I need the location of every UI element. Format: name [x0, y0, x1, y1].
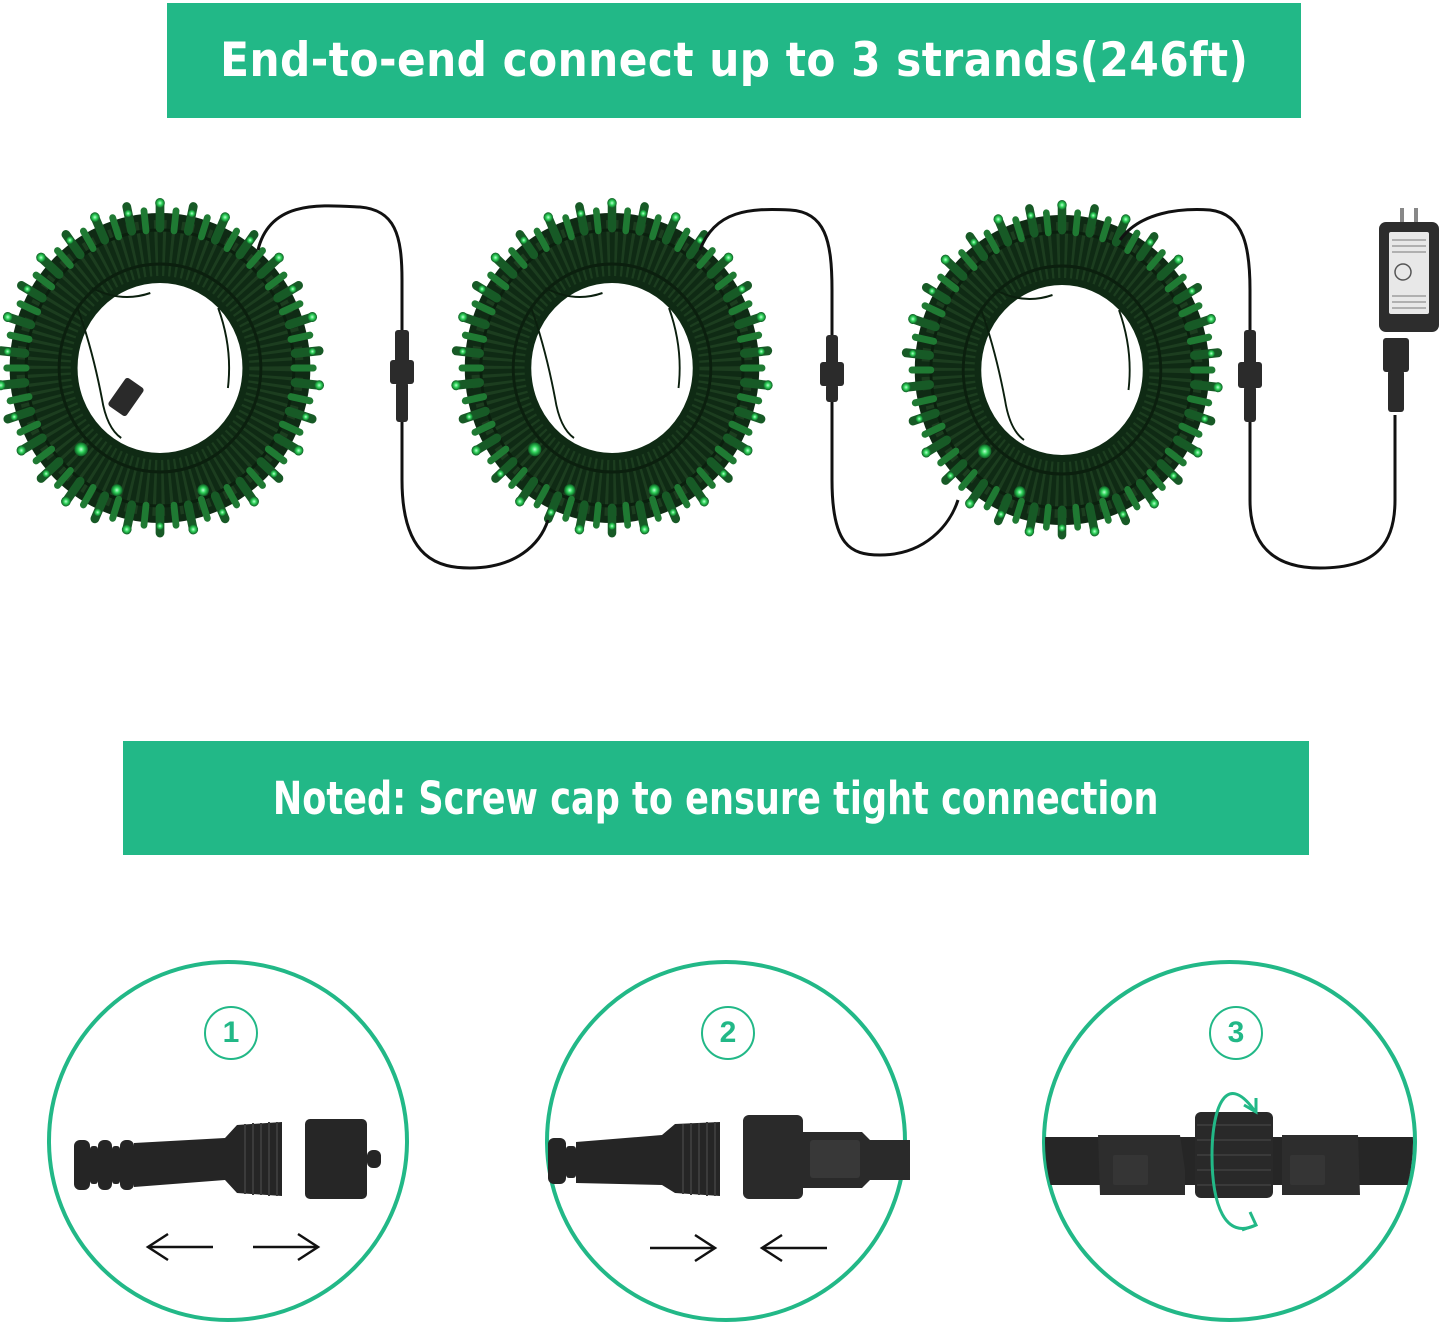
step-1-circle: [47, 960, 409, 1322]
header-banner: End-to-end connect up to 3 strands(246ft…: [167, 3, 1301, 118]
connecting-cables: [256, 204, 1397, 570]
light-strand-1: [0, 198, 325, 535]
step-3-circle: [1042, 960, 1417, 1322]
light-strand-2: [451, 198, 773, 535]
power-adapter-icon: [1379, 208, 1439, 412]
note-banner: Noted: Screw cap to ensure tight connect…: [123, 741, 1309, 855]
end-plug-icon: [108, 377, 144, 417]
connector-icon: [820, 335, 844, 402]
step-1-badge: 1: [204, 1006, 258, 1060]
connector-icon: [1238, 330, 1262, 422]
note-text: Noted: Screw cap to ensure tight connect…: [273, 771, 1159, 825]
step-2-badge: 2: [701, 1006, 755, 1060]
step-3-badge: 3: [1209, 1006, 1263, 1060]
light-strand-3: [901, 200, 1223, 537]
connector-icon: [390, 330, 414, 422]
header-title: End-to-end connect up to 3 strands(246ft…: [219, 33, 1249, 88]
strands-illustration: [0, 0, 1439, 700]
